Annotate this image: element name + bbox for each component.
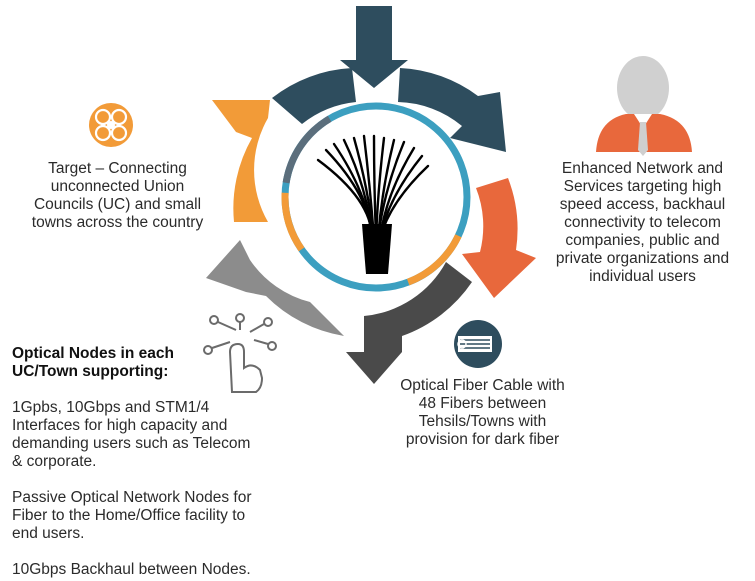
nodes-para-line: Passive Optical Network Nodes for xyxy=(12,489,252,506)
optical-nodes-description: Optical Nodes in each UC/Town supporting… xyxy=(12,345,312,579)
arc-segment-charcoal xyxy=(346,262,472,384)
enhanced-line: individual users xyxy=(589,268,696,285)
arc-segment-orange xyxy=(212,100,270,222)
fiber-connector-icon xyxy=(454,320,502,368)
target-line: towns across the country xyxy=(31,214,204,231)
enhanced-line: connectivity to telecom xyxy=(564,214,721,231)
fiber-cable-description: Optical Fiber Cable with 48 Fibers betwe… xyxy=(370,377,595,449)
fiber-strands-icon xyxy=(316,134,430,240)
nodes-para-line: 10Gbps Backhaul between Nodes. xyxy=(12,561,251,578)
enhanced-line: private organizations and xyxy=(555,250,730,267)
cable-line: Optical Fiber Cable with xyxy=(400,377,565,394)
arc-segment-coral xyxy=(462,178,536,298)
touch-network-icon xyxy=(203,313,277,393)
enhanced-line: speed access, backhaul xyxy=(559,196,726,213)
nodes-para-line: demanding users such as Telecom xyxy=(12,435,251,452)
nodes-heading-line: Optical Nodes in each xyxy=(12,345,174,362)
top-down-arrow xyxy=(340,6,408,88)
nodes-paragraph-interfaces: 1Gpbs, 10Gbps and STM1/4 Interfaces for … xyxy=(12,399,312,471)
person-icon xyxy=(596,56,692,156)
enhanced-line: companies, public and xyxy=(565,232,720,249)
nodes-para-line: 1Gpbs, 10Gbps and STM1/4 xyxy=(12,399,210,416)
nodes-heading-line: UC/Town supporting: xyxy=(12,363,169,380)
target-line: Target – Connecting xyxy=(48,160,187,177)
nodes-para-line: Fiber to the Home/Office facility to xyxy=(12,507,246,524)
arc-segment-gray xyxy=(206,240,344,336)
target-description: Target – Connecting unconnected Union Co… xyxy=(0,160,235,232)
fiber-cable-trunk xyxy=(362,224,392,274)
nodes-paragraph-pon: Passive Optical Network Nodes for Fiber … xyxy=(12,489,312,543)
enhanced-line: Services targeting high xyxy=(563,178,722,195)
cable-line: provision for dark fiber xyxy=(405,431,560,448)
cable-line: 48 Fibers between xyxy=(418,395,547,412)
network-emblem-icon xyxy=(89,103,133,147)
inner-ring-accent xyxy=(281,102,471,292)
enhanced-line: Enhanced Network and xyxy=(561,160,724,177)
cable-line: Tehsils/Towns with xyxy=(418,413,547,430)
target-line: unconnected Union xyxy=(50,178,185,195)
arc-segment-navy-left xyxy=(272,68,356,124)
nodes-para-line: & corporate. xyxy=(12,453,97,470)
arc-segment-navy-right xyxy=(398,68,506,152)
nodes-para-line: end users. xyxy=(12,525,85,542)
nodes-paragraph-backhaul: 10Gbps Backhaul between Nodes. xyxy=(12,561,312,579)
target-line: Councils (UC) and small xyxy=(33,196,202,213)
enhanced-network-description: Enhanced Network and Services targeting … xyxy=(540,160,745,286)
nodes-para-line: Interfaces for high capacity and xyxy=(12,417,228,434)
